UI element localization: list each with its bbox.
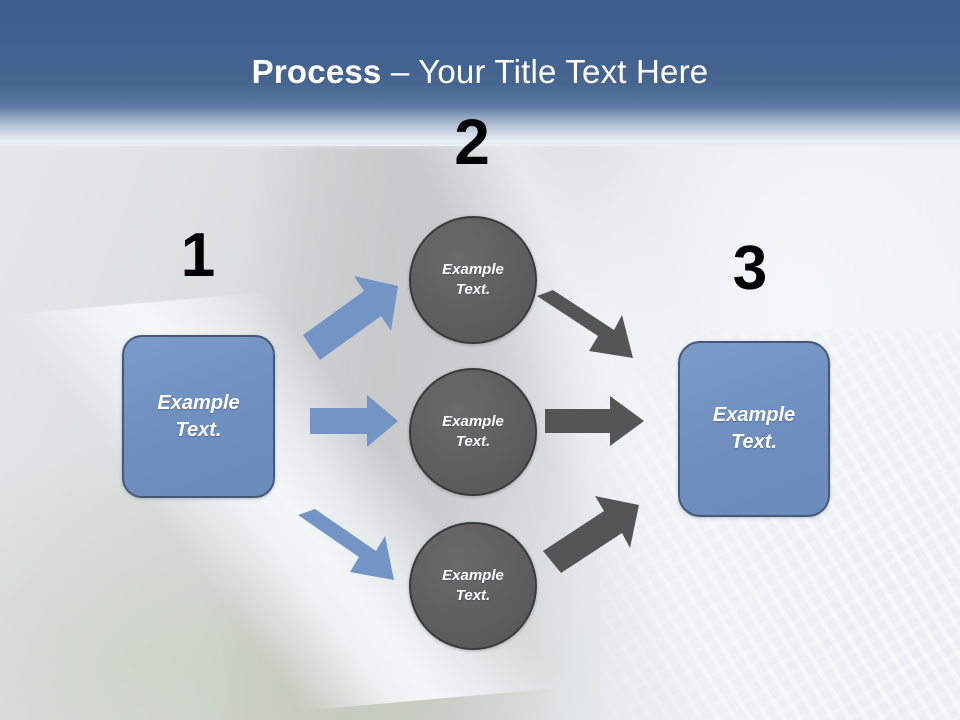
step-circle-middle-label: Example Text. [442,412,504,450]
arrow-start-to-circle-middle [310,395,398,447]
step-box-end-label: Example Text. [712,404,796,453]
arrow-circle-bottom-to-end [543,496,639,573]
step-number-1: 1 [180,221,216,290]
step-circle-top-label: Example Text. [442,260,504,298]
page-title-rest: Your Title Text Here [418,53,709,90]
arrow-circle-top-to-end [537,290,633,358]
arrow-start-to-circle-top [303,276,398,360]
step-box-start[interactable]: Example Text. [122,335,275,498]
step-circle-middle[interactable]: Example Text. [409,368,537,496]
step-box-end[interactable]: Example Text. [678,341,830,517]
page-title-dash: – [381,53,419,90]
step-box-start-label: Example Text. [157,391,240,441]
arrow-circle-middle-to-end [545,396,644,446]
step-number-3: 3 [732,234,768,303]
page-title: Process – Your Title Text Here [0,52,960,92]
step-number-2: 2 [454,106,490,178]
page-title-strong: Process [251,53,382,90]
arrow-start-to-circle-bottom [298,509,394,580]
step-circle-bottom[interactable]: Example Text. [409,522,537,650]
title-band [0,0,960,116]
step-circle-bottom-label: Example Text. [442,566,504,604]
step-circle-top[interactable]: Example Text. [409,216,537,344]
title-band-strip [0,140,960,150]
